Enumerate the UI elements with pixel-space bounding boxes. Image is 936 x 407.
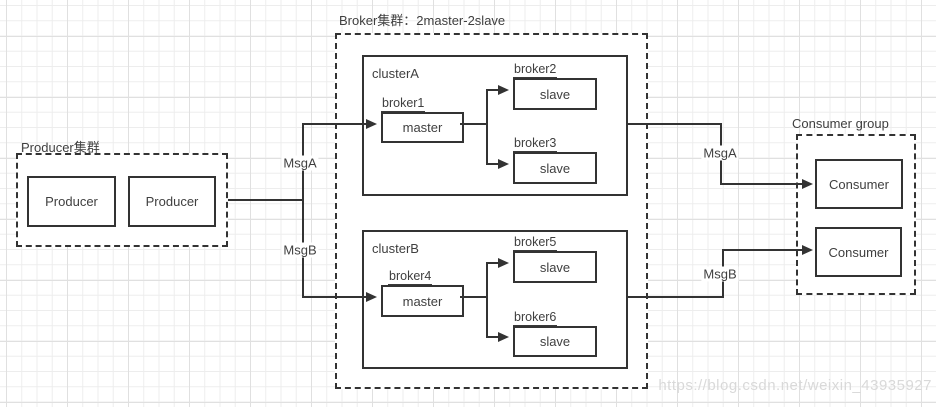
connector-cluster-a-out bbox=[626, 123, 722, 125]
msgb-out-label: MsgB bbox=[701, 266, 739, 282]
arrowhead-into-broker3 bbox=[498, 159, 509, 169]
broker4-label: broker4 bbox=[388, 269, 433, 285]
arrowhead-into-broker4 bbox=[366, 292, 377, 302]
broker-cluster-group: Broker集群：2master-2slave clusterA broker1… bbox=[335, 13, 648, 389]
arrowhead-into-consumer2 bbox=[802, 245, 813, 255]
arrowhead-into-broker2 bbox=[498, 85, 509, 95]
connector-producer-out bbox=[228, 199, 303, 201]
connector-to-broker3 bbox=[486, 163, 498, 165]
arrowhead-into-broker6 bbox=[498, 332, 509, 342]
cluster-b-name: clusterB bbox=[372, 241, 419, 256]
connector-master-b-out bbox=[460, 296, 487, 298]
broker5-slave-node: slave bbox=[513, 251, 597, 283]
connector-to-broker5 bbox=[486, 262, 498, 264]
producer-cluster-label: Producer集群 bbox=[21, 140, 100, 155]
connector-master-a-out bbox=[460, 123, 487, 125]
arrowhead-into-broker5 bbox=[498, 258, 509, 268]
connector-producer-split bbox=[302, 123, 304, 298]
connector-cluster-b-out bbox=[626, 296, 723, 298]
cluster-a-name: clusterA bbox=[372, 66, 419, 81]
connector-to-broker2 bbox=[486, 89, 498, 91]
cluster-a-box: clusterA broker1 master broker2 slave br… bbox=[362, 55, 628, 196]
producer-cluster-group: Producer集群 Producer Producer bbox=[16, 140, 228, 247]
msga-in-label: MsgA bbox=[281, 155, 319, 171]
consumer-group: Consumer group Consumer Consumer bbox=[792, 116, 916, 295]
broker-cluster-title: Broker集群：2master-2slave bbox=[339, 13, 506, 28]
msgb-in-label: MsgB bbox=[281, 242, 319, 258]
broker2-slave-node: slave bbox=[513, 78, 597, 110]
broker5-label: broker5 bbox=[513, 235, 558, 251]
arrowhead-into-consumer1 bbox=[802, 179, 813, 189]
broker6-slave-node: slave bbox=[513, 326, 597, 357]
consumer-group-label: Consumer group bbox=[792, 116, 889, 131]
arrowhead-into-broker1 bbox=[366, 119, 377, 129]
broker1-label: broker1 bbox=[381, 96, 426, 112]
broker2-label: broker2 bbox=[513, 62, 558, 78]
connector-to-broker6 bbox=[486, 336, 498, 338]
producer-node-1: Producer bbox=[27, 176, 116, 227]
consumer-node-2: Consumer bbox=[815, 227, 902, 277]
broker1-master-node: master bbox=[381, 112, 464, 143]
broker6-label: broker6 bbox=[513, 310, 558, 326]
connector-msgb-to-consumer bbox=[722, 249, 802, 251]
broker4-master-node: master bbox=[381, 285, 464, 317]
connector-msga-in bbox=[302, 123, 366, 125]
broker3-label: broker3 bbox=[513, 136, 558, 152]
producer-node-2: Producer bbox=[128, 176, 216, 227]
msga-out-label: MsgA bbox=[701, 145, 739, 161]
connector-split-b bbox=[486, 262, 488, 338]
connector-split-a bbox=[486, 89, 488, 165]
broker3-slave-node: slave bbox=[513, 152, 597, 184]
consumer-node-1: Consumer bbox=[815, 159, 903, 209]
watermark-url: https://blog.csdn.net/weixin_43935927 bbox=[658, 377, 932, 394]
connector-msga-to-consumer bbox=[720, 183, 802, 185]
connector-msgb-in bbox=[302, 296, 366, 298]
cluster-b-box: clusterB broker4 master broker5 slave br… bbox=[362, 230, 628, 369]
